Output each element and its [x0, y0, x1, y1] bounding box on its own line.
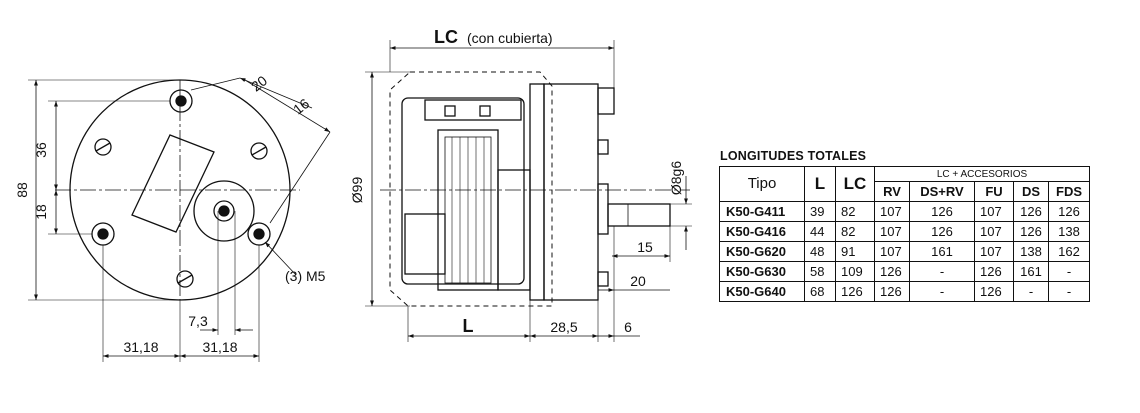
dim-6-label: 6: [624, 319, 632, 335]
dim-88-label: 88: [14, 182, 30, 198]
cell-tipo: K50-G630: [719, 261, 805, 282]
cell-tipo: K50-G416: [719, 221, 805, 242]
top-boss: [597, 87, 615, 115]
cell-rv: 126: [874, 261, 910, 282]
technical-drawing: 20 16 36 18 88 7,3 31,18 31,18 (3) M5: [14, 27, 692, 362]
cell-fu: 126: [974, 281, 1014, 302]
front-view: [28, 77, 331, 362]
dim-31-18-left-label: 31,18: [123, 339, 158, 355]
dim-16-label: 16: [290, 95, 312, 117]
shaft-center: [218, 205, 230, 217]
cell-tipo: K50-G640: [719, 281, 805, 302]
side-view-labels: LC (con cubierta) Ø99 Ø8g6 15 20 L 28,5 …: [349, 27, 684, 336]
cell-lc: 82: [835, 221, 875, 242]
front-view-labels: 20 16 36 18 88 7,3 31,18 31,18 (3) M5: [14, 72, 326, 355]
lengths-table-section: LONGITUDES TOTALES Tipo L LC LC + ACCESO…: [719, 149, 1090, 302]
dim-15-label: 15: [637, 239, 653, 255]
cell-fu: 107: [974, 221, 1014, 242]
side-view: [365, 40, 692, 342]
cell-ds: 126: [1013, 221, 1049, 242]
col-l: L: [804, 166, 836, 202]
cell-l: 48: [804, 241, 836, 262]
cell-l: 68: [804, 281, 836, 302]
col-rv: RV: [874, 181, 910, 202]
lengths-table: Tipo L LC LC + ACCESORIOS RV DS+RV FU DS…: [719, 166, 1090, 302]
dim-99-label: Ø99: [349, 177, 365, 204]
cover-outline: [389, 71, 553, 307]
col-ds-rv: DS+RV: [909, 181, 975, 202]
dim-31-18-right-label: 31,18: [202, 339, 237, 355]
cell-rv: 107: [874, 221, 910, 242]
cell-fds: 162: [1048, 241, 1090, 262]
dim-36-label: 36: [33, 142, 49, 158]
shaft-boss: [193, 180, 255, 242]
cell-fu: 107: [974, 241, 1014, 262]
rectangular-slot: [131, 134, 215, 233]
cell-fds: -: [1048, 281, 1090, 302]
cell-fu: 126: [974, 261, 1014, 282]
dim-28-5-label: 28,5: [550, 319, 577, 335]
screw-head-left: [94, 138, 112, 156]
cell-l: 58: [804, 261, 836, 282]
dim-7-3-label: 7,3: [188, 313, 208, 329]
gear-stack: [404, 213, 446, 275]
cell-rv: 107: [874, 201, 910, 222]
cell-ds-rv: 126: [909, 201, 975, 222]
col-accessories: LC + ACCESORIOS: [874, 166, 1090, 182]
screw-head-right: [250, 142, 268, 160]
cell-rv: 107: [874, 241, 910, 262]
cell-tipo: K50-G411: [719, 201, 805, 222]
lc-note: (con cubierta): [467, 30, 553, 46]
dim-8g6-label: Ø8g6: [668, 161, 684, 195]
cell-lc: 126: [835, 281, 875, 302]
coil-bracket: [424, 99, 522, 121]
cell-tipo: K50-G620: [719, 241, 805, 262]
cell-lc: 82: [835, 201, 875, 222]
col-ds: DS: [1013, 181, 1049, 202]
dim-20-label: 20: [248, 72, 270, 94]
col-fu: FU: [974, 181, 1014, 202]
shaft-ring: [213, 200, 235, 222]
cell-ds-rv: 161: [909, 241, 975, 262]
screw-note-label: (3) M5: [285, 268, 326, 284]
cell-ds: 138: [1013, 241, 1049, 262]
cell-fds: -: [1048, 261, 1090, 282]
cell-ds-rv: -: [909, 281, 975, 302]
table-title: LONGITUDES TOTALES: [720, 149, 867, 163]
cell-l: 44: [804, 221, 836, 242]
col-lc: LC: [835, 166, 875, 202]
cell-fds: 138: [1048, 221, 1090, 242]
cell-rv: 126: [874, 281, 910, 302]
cell-ds-rv: -: [909, 261, 975, 282]
cell-lc: 109: [835, 261, 875, 282]
cell-fu: 107: [974, 201, 1014, 222]
l-label: L: [463, 316, 474, 336]
col-fds: FDS: [1048, 181, 1090, 202]
cell-fds: 126: [1048, 201, 1090, 222]
inner-housing: [401, 97, 525, 285]
lc-label: LC: [434, 27, 458, 47]
cell-ds: 161: [1013, 261, 1049, 282]
cell-ds: 126: [1013, 201, 1049, 222]
cell-ds: -: [1013, 281, 1049, 302]
dim-18-label: 18: [33, 204, 49, 220]
screw-head-bottom: [176, 270, 194, 288]
cell-l: 39: [804, 201, 836, 222]
cell-ds-rv: 126: [909, 221, 975, 242]
dim-20-side-label: 20: [630, 273, 646, 289]
gear-stage: [497, 169, 531, 291]
cell-lc: 91: [835, 241, 875, 262]
output-shaft: [607, 203, 671, 227]
col-tipo: Tipo: [719, 166, 805, 202]
flange: [529, 83, 545, 301]
